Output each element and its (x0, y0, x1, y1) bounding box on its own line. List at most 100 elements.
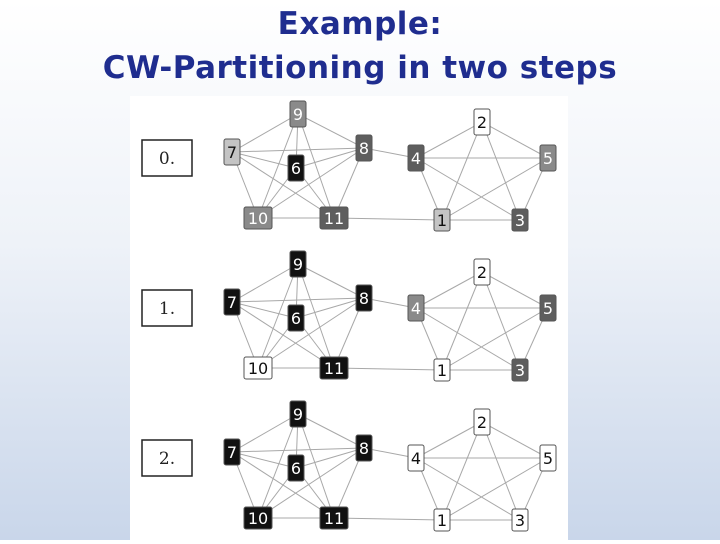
graph-edge (333, 367, 443, 371)
node-box (289, 250, 307, 278)
node-label: 11 (324, 209, 344, 228)
graph-edge (295, 147, 365, 169)
graph-node: 10 (243, 506, 273, 530)
node-box (407, 294, 425, 322)
graph-edge (481, 121, 549, 159)
graph-edge (257, 263, 299, 369)
node-label: 1 (437, 511, 447, 530)
graph-node: 10 (243, 206, 273, 230)
node-label: 9 (293, 405, 303, 424)
node-label: 2 (477, 113, 487, 132)
step-label: 0. (159, 149, 175, 169)
graph-edge (441, 307, 549, 371)
graph-edge (333, 517, 443, 521)
graph-edge (481, 421, 549, 459)
node-label: 4 (411, 449, 421, 468)
graph-node: 2 (473, 258, 491, 286)
node-label: 5 (543, 449, 553, 468)
graph-edge (441, 421, 483, 521)
graph-node: 4 (407, 294, 425, 322)
node-box (473, 408, 491, 436)
graph-node: 5 (539, 444, 557, 472)
graph-edge (415, 271, 483, 309)
node-label: 8 (359, 139, 369, 158)
node-label: 10 (248, 359, 268, 378)
graph-node: 8 (355, 134, 373, 162)
node-box (511, 358, 529, 382)
node-box (287, 304, 305, 332)
node-label: 4 (411, 149, 421, 168)
graph-node: 2 (473, 408, 491, 436)
step-panel-2: 2. 9 7 6 8 10 11 2 4 5 1 3 (141, 400, 557, 532)
graph-edge (333, 217, 443, 221)
graph-node: 11 (319, 506, 349, 530)
graph-edge (231, 301, 297, 319)
graph-edge (481, 271, 521, 371)
step-label: 2. (159, 449, 175, 469)
node-label: 7 (227, 143, 237, 162)
graph-node: 9 (289, 250, 307, 278)
graph-node: 8 (355, 284, 373, 312)
graph-edge (297, 413, 365, 449)
graph-edge (231, 451, 335, 519)
graph-node: 1 (433, 208, 451, 232)
graph-edge (295, 447, 365, 469)
graph-node: 2 (473, 108, 491, 136)
graph-edge (295, 297, 365, 319)
graph-node: 6 (287, 304, 305, 332)
node-label: 3 (515, 511, 525, 530)
graph-node: 8 (355, 434, 373, 462)
graph-node: 7 (223, 438, 241, 466)
node-box (511, 508, 529, 532)
node-box (243, 356, 273, 380)
graph-edge (297, 263, 335, 369)
node-label: 7 (227, 443, 237, 462)
graph-edge (481, 121, 521, 221)
node-label: 10 (248, 509, 268, 528)
slide-title-line-1: Example: (277, 6, 443, 42)
node-label: 8 (359, 439, 369, 458)
graph-node: 10 (243, 356, 273, 380)
graph-node: 5 (539, 294, 557, 322)
graph-edge (231, 413, 299, 453)
node-box (319, 506, 349, 530)
node-box (539, 144, 557, 172)
node-box (407, 444, 425, 472)
step-label-box (141, 139, 193, 177)
graph-node: 9 (289, 100, 307, 128)
graph-node: 6 (287, 454, 305, 482)
node-label: 11 (324, 509, 344, 528)
graph-edge (415, 457, 521, 521)
graph-edge (415, 121, 483, 159)
graph-edge (257, 113, 299, 219)
node-box (433, 208, 451, 232)
graph-node: 9 (289, 400, 307, 428)
graph-node: 6 (287, 154, 305, 182)
graph-edge (297, 413, 335, 519)
node-box (355, 434, 373, 462)
graph-edge (363, 447, 417, 459)
graph-edge (231, 451, 297, 469)
node-box (319, 206, 349, 230)
node-label: 5 (543, 299, 553, 318)
graph-edge (257, 297, 365, 369)
graph-edge (231, 151, 335, 219)
graph-node: 1 (433, 358, 451, 382)
step-label: 1. (159, 299, 175, 319)
graph-edge (297, 113, 365, 149)
node-label: 3 (515, 361, 525, 380)
node-box (539, 444, 557, 472)
graph-edge (231, 447, 365, 453)
graph-node: 3 (511, 358, 529, 382)
node-label: 5 (543, 149, 553, 168)
node-box (473, 258, 491, 286)
graph-edge (415, 307, 521, 371)
graph-edge (363, 297, 417, 309)
graph-edge (297, 263, 365, 299)
node-label: 11 (324, 359, 344, 378)
node-label: 8 (359, 289, 369, 308)
graph-node: 4 (407, 444, 425, 472)
